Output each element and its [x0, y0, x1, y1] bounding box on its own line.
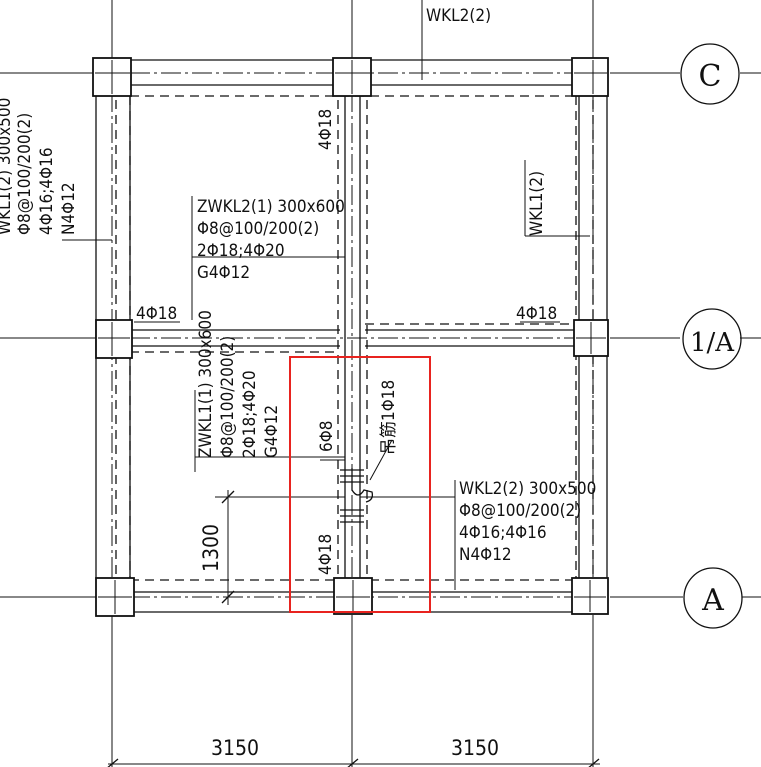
leader-lines: [62, 0, 590, 590]
label-wkl2-bot-3: 4Φ16;4Φ16: [459, 523, 547, 543]
dimension-span-left: 3150: [211, 736, 259, 760]
label-wkl2-top: WKL2(2): [426, 6, 491, 26]
axis-label-a: A: [701, 583, 724, 618]
label-zwkl1-2: Φ8@100/200(2): [218, 336, 238, 458]
label-zwkl2-1: ZWKL2(1) 300x600: [197, 197, 345, 217]
label-zwkl2-2: Φ8@100/200(2): [197, 219, 319, 239]
axis-bubble-1a: 1/A: [682, 308, 742, 370]
label-zwkl1-1: ZWKL1(1) 300x600: [196, 310, 216, 458]
axis-bubble-a: A: [683, 567, 743, 629]
label-rebar-low: 4Φ18: [316, 534, 336, 575]
label-zwkl1-4: G4Φ12: [262, 405, 282, 458]
label-stirrup-6: 6Φ8: [317, 421, 337, 453]
columns: [92, 57, 609, 617]
label-wkl1-right: WKL1(2): [527, 171, 547, 236]
label-left-wkl-2: Φ8@100/200(2): [15, 113, 35, 235]
label-hanger: 吊筋1Φ18: [379, 380, 399, 455]
label-wkl2-bot-2: Φ8@100/200(2): [459, 501, 581, 521]
label-zwkl2-4: G4Φ12: [197, 263, 250, 283]
hanger-detail: [340, 468, 374, 523]
highlight-box: [289, 356, 431, 613]
label-rebar-mid-top: 4Φ18: [316, 109, 336, 150]
label-wkl2-bot-1: WKL2(2) 300x500: [459, 479, 596, 499]
label-rebar-mid-right: 4Φ18: [516, 304, 557, 324]
column-c-3: [571, 57, 609, 97]
dimension-vertical: 1300: [199, 524, 223, 572]
label-rebar-mid-left: 4Φ18: [136, 304, 177, 324]
label-left-wkl-4: N4Φ12: [59, 182, 79, 235]
axis-bubble-c: C: [680, 43, 740, 105]
column-1a-1: [95, 319, 133, 359]
label-wkl2-bot-4: N4Φ12: [459, 545, 512, 565]
label-zwkl1-3: 2Φ18;4Φ20: [240, 370, 260, 458]
label-zwkl2-3: 2Φ18;4Φ20: [197, 241, 285, 261]
label-left-wkl-1: WKL1(2) 300x500: [0, 98, 15, 235]
axis-label-c: C: [699, 59, 722, 94]
axis-label-1a: 1/A: [690, 328, 735, 358]
dimension-span-right: 3150: [451, 736, 499, 760]
label-left-wkl-3: 4Φ16;4Φ16: [37, 147, 57, 235]
dimension-lines: [107, 490, 600, 767]
